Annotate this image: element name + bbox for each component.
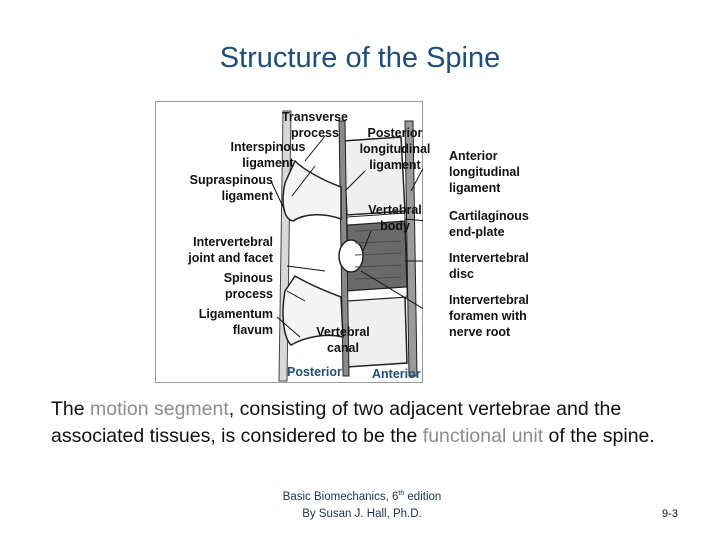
label-supraspinous-ligament: Supraspinous ligament xyxy=(160,172,273,204)
label-transverse-process: Transverse process xyxy=(270,109,360,141)
label-cartilaginous-end-plate-text: Cartilaginous end-plate xyxy=(449,209,529,239)
slide-number: 9-3 xyxy=(662,508,678,520)
label-intervertebral-disc: Intervertebral disc xyxy=(449,250,559,282)
label-spinous-process: Spinous process xyxy=(160,270,273,302)
body-text-part1: The xyxy=(51,398,91,420)
label-vertebral-canal-text: Vertebral canal xyxy=(316,325,370,355)
credit-line-1: Basic Biomechanics, 6th edition xyxy=(250,485,474,506)
label-cartilaginous-end-plate: Cartilaginous end-plate xyxy=(449,208,559,240)
label-interspinous-ligament: Interspinous ligament xyxy=(222,139,314,171)
credit-line-2: By Susan J. Hall, Ph.D. xyxy=(302,507,422,520)
label-vertebral-canal: Vertebral canal xyxy=(300,324,386,356)
label-posterior-longitudinal-ligament: Posterior longitudinal ligament xyxy=(350,125,440,173)
label-anterior-longitudinal-ligament: Anterior longitudinal ligament xyxy=(449,148,559,196)
label-intervertebral-joint: Intervertebral joint and facet xyxy=(160,234,273,266)
label-intervertebral-foramen-text: Intervertebral foramen with nerve root xyxy=(449,293,529,339)
slide-title: Structure of the Spine xyxy=(219,42,501,74)
credit-block: Basic Biomechanics, 6th edition By Susan… xyxy=(250,485,474,523)
body-text-part3: of the spine. xyxy=(543,425,655,447)
label-ligamentum-flavum-text: Ligamentum flavum xyxy=(198,307,273,337)
label-intervertebral-disc-text: Intervertebral disc xyxy=(449,251,529,281)
label-vertebral-body-text: Vertebral body xyxy=(368,203,422,233)
lower-spinous-process xyxy=(282,274,344,346)
body-highlight-motion-segment: motion segment xyxy=(90,398,229,420)
foramen-opening xyxy=(338,239,364,273)
label-vertebral-body: Vertebral body xyxy=(355,202,435,234)
label-intervertebral-foramen: Intervertebral foramen with nerve root xyxy=(449,292,559,340)
label-intervertebral-joint-text: Intervertebral joint and facet xyxy=(188,235,273,265)
label-transverse-process-text: Transverse process xyxy=(281,110,349,140)
label-interspinous-ligament-text: Interspinous ligament xyxy=(230,140,306,170)
label-supraspinous-ligament-text: Supraspinous ligament xyxy=(189,173,273,203)
label-ligamentum-flavum: Ligamentum flavum xyxy=(160,306,273,338)
credit-line-1-sup: th xyxy=(398,490,405,497)
label-posterior-longitudinal-ligament-text: Posterior longitudinal ligament xyxy=(359,126,431,172)
body-paragraph: The motion segment, consisting of two ad… xyxy=(51,396,691,450)
label-direction-anterior: Anterior xyxy=(372,367,421,381)
body-highlight-functional-unit: functional unit xyxy=(422,425,544,447)
upper-spinous-process xyxy=(282,159,342,222)
label-anterior-longitudinal-ligament-text: Anterior longitudinal ligament xyxy=(449,149,520,195)
label-spinous-process-text: Spinous process xyxy=(223,271,273,301)
spine-illustration xyxy=(270,110,423,382)
credit-line-1-suffix: edition xyxy=(404,490,442,503)
body-text-part2: , consisting of two adjacent vertebrae a… xyxy=(51,398,622,447)
label-direction-posterior: Posterior xyxy=(287,365,342,379)
credit-line-1-prefix: Basic Biomechanics, 6 xyxy=(282,490,399,503)
